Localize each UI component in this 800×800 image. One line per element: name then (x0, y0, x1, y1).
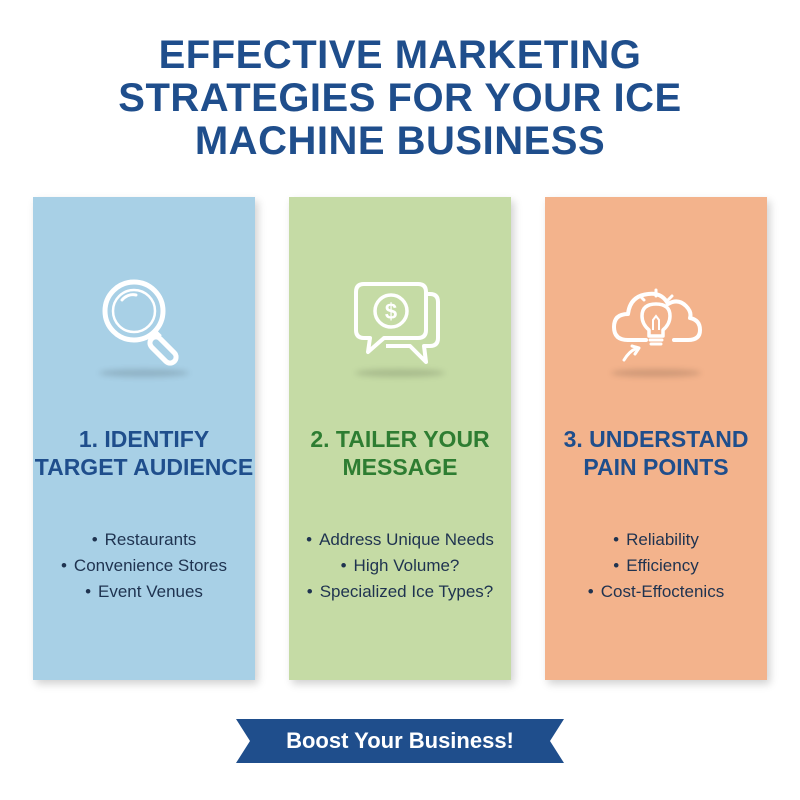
card-icon-container: $ (289, 272, 511, 372)
card-pain-points: 3. UNDERSTAND PAIN POINTS •Reliability •… (545, 197, 767, 680)
banner-label: Boost Your Business! (286, 728, 514, 753)
page-title: EFFECTIVE MARKETING STRATEGIES FOR YOUR … (0, 34, 800, 163)
bullet-text: Specialized Ice Types? (319, 582, 494, 601)
card-heading-line-2: MESSAGE (342, 454, 458, 480)
list-item: •Reliability (613, 530, 699, 549)
card-icon-container (545, 272, 767, 372)
list-item: •Cost-Effoctenics (587, 582, 725, 601)
list-item: •Restaurants (91, 530, 197, 549)
list-item: •Specialized Ice Types? (306, 582, 494, 601)
lightbulb-cloud-icon (612, 288, 702, 362)
bullet-list: •Reliability •Efficiency •Cost-Effocteni… (545, 527, 767, 605)
svg-text:$: $ (385, 299, 397, 324)
bullet-text: Address Unique Needs (319, 530, 494, 549)
card-heading-line-2: PAIN POINTS (583, 454, 729, 480)
bullet-list: •Address Unique Needs •High Volume? •Spe… (289, 527, 511, 605)
list-item: •Efficiency (613, 556, 699, 575)
card-heading-line-1: 2. TAILER YOUR (310, 426, 490, 452)
list-item: •Convenience Stores (60, 556, 228, 575)
title-line-2: STRATEGIES FOR YOUR ICE (118, 76, 682, 120)
card-identify-audience: 1. IDENTIFY TARGET AUDIENCE •Restaurants… (33, 197, 255, 680)
icon-shadow (99, 369, 189, 377)
list-item: •Event Venues (85, 582, 203, 601)
card-heading: 3. UNDERSTAND PAIN POINTS (545, 425, 767, 481)
bullet-text: Cost-Effoctenics (600, 582, 725, 601)
card-tailor-message: $ 2. TAILER YOUR MESSAGE •Address Unique… (289, 197, 511, 680)
title-line-1: EFFECTIVE MARKETING (158, 33, 642, 77)
icon-shadow (611, 369, 701, 377)
card-heading: 1. IDENTIFY TARGET AUDIENCE (33, 425, 255, 481)
bullet-text: Efficiency (626, 556, 699, 575)
list-item: •Address Unique Needs (306, 530, 494, 549)
bullet-text: Convenience Stores (73, 556, 228, 575)
card-heading-line-2: TARGET AUDIENCE (34, 454, 254, 480)
dollar-chat-bubble-icon: $ (354, 282, 440, 364)
card-heading: 2. TAILER YOUR MESSAGE (289, 425, 511, 481)
bullet-list: •Restaurants •Convenience Stores •Event … (33, 527, 255, 605)
boost-business-banner: Boost Your Business! (236, 719, 564, 763)
icon-shadow (355, 369, 445, 377)
card-icon-container (33, 272, 255, 372)
banner-shape (236, 719, 564, 763)
card-heading-line-1: 1. IDENTIFY (78, 426, 210, 452)
bullet-text: High Volume? (353, 556, 460, 575)
list-item: •High Volume? (340, 556, 460, 575)
magnifying-glass-icon (102, 279, 179, 366)
bullet-text: Restaurants (104, 530, 197, 549)
title-line-3: MACHINE BUSINESS (194, 119, 606, 163)
card-heading-line-1: 3. UNDERSTAND (563, 426, 749, 452)
bullet-text: Reliability (626, 530, 699, 549)
bullet-text: Event Venues (98, 582, 203, 601)
